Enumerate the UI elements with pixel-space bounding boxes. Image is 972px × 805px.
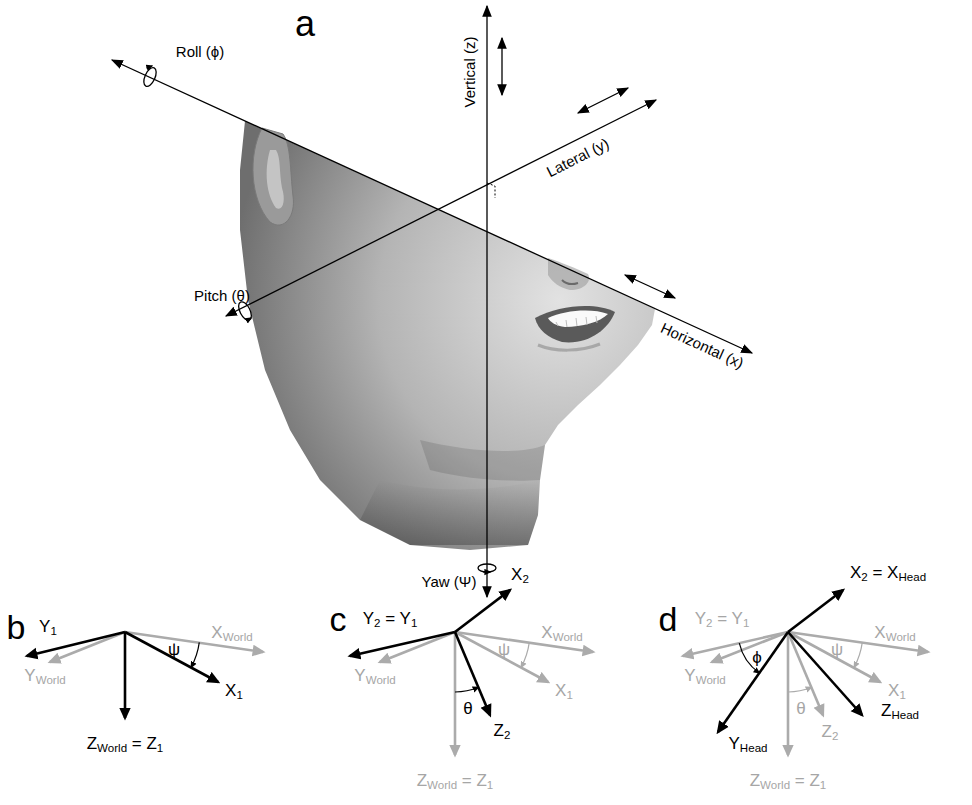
axis-name: Y2 = Y1 <box>695 610 750 630</box>
axis-letter: Y <box>24 666 35 685</box>
axis-name: X1 <box>888 682 906 702</box>
axis-name: YWorld <box>354 667 395 687</box>
axis-name: X2 = XHead <box>850 564 926 584</box>
subscript: World <box>36 674 66 686</box>
axis-letter: Z <box>809 771 819 790</box>
axis-letter: Z <box>881 701 891 720</box>
axis-name: XWorld <box>874 624 915 644</box>
subscript: 2 <box>522 573 528 585</box>
panel-letter: b <box>7 609 26 646</box>
subscript: World <box>886 631 916 643</box>
subscript: 1 <box>487 779 493 791</box>
subscript: Head <box>898 571 926 583</box>
angle-symbol: ψ <box>498 641 510 660</box>
subscript: 1 <box>899 689 905 701</box>
subscript: 2 <box>861 571 867 583</box>
subscript: World <box>427 779 457 791</box>
axis-label: Horizontal (x) <box>658 320 746 372</box>
subscript: 1 <box>157 742 163 754</box>
subscript: 1 <box>236 689 242 701</box>
axis-letter: X <box>541 623 552 642</box>
axis-label: Yaw (Ψ) <box>422 574 477 591</box>
axis-letter: X <box>511 565 522 584</box>
axis-letter: Y <box>354 666 365 685</box>
axis-name: ZWorld = Z1 <box>750 772 827 792</box>
axis-name: ZWorld = Z1 <box>87 735 164 755</box>
subscript: 1 <box>566 689 572 701</box>
axis-letter: X <box>225 681 236 700</box>
subscript: World <box>366 674 396 686</box>
subscript: Head <box>740 742 768 754</box>
head-illustration <box>240 121 655 550</box>
axis-name: YWorld <box>24 667 65 687</box>
axis-label: Pitch (θ) <box>194 288 250 305</box>
axis-letter: X <box>555 681 566 700</box>
subscript: World <box>97 742 127 754</box>
axis-letter: Y <box>39 617 50 636</box>
axis-letter: Z <box>476 771 486 790</box>
axis-label: Roll (ϕ) <box>176 44 224 61</box>
angle-symbol: ϕ <box>752 649 762 668</box>
axis-name: X1 <box>555 682 573 702</box>
subscript: World <box>553 631 583 643</box>
axis-letter: X <box>887 563 898 582</box>
axis-name: Z2 <box>822 723 839 743</box>
axis-name: Z2 <box>494 722 511 742</box>
axis-name: YHead <box>729 735 768 755</box>
axis-letter: Z <box>417 771 427 790</box>
axis-name: XWorld <box>211 624 252 644</box>
subscript: 2 <box>504 729 510 741</box>
subscript: 2 <box>374 617 380 629</box>
axis-letter: X <box>850 563 861 582</box>
subscript: 1 <box>743 617 749 629</box>
subscript: World <box>696 674 726 686</box>
frame-c <box>350 590 593 755</box>
subscript: 2 <box>706 617 712 629</box>
angle-symbol: θ <box>796 700 805 719</box>
axes <box>112 6 752 597</box>
axis-letter: X <box>211 623 222 642</box>
axis-letter: Z <box>822 722 832 741</box>
axis-letter: X <box>874 623 885 642</box>
axis-name: Y1 <box>39 618 57 638</box>
axis-letter: X <box>888 681 899 700</box>
axis-label: Lateral (y) <box>544 135 612 180</box>
axis-letter: Y <box>400 609 411 628</box>
subscript: 1 <box>820 779 826 791</box>
axis-letter: Y <box>363 609 374 628</box>
axis-letter: Y <box>684 666 695 685</box>
panel-letter: c <box>330 601 347 638</box>
axis-label: Vertical (z) <box>462 37 479 108</box>
axis-letter: Z <box>87 734 97 753</box>
angle-symbol: ψ <box>831 641 843 660</box>
angle-symbol: θ <box>463 700 472 719</box>
axis-name: X1 <box>225 682 243 702</box>
subscript: 1 <box>411 617 417 629</box>
axis-name: XWorld <box>541 624 582 644</box>
axis-name: Y2 = Y1 <box>363 610 418 630</box>
subscript: World <box>223 631 253 643</box>
axis-name: YWorld <box>684 667 725 687</box>
angle-symbol: ψ <box>168 641 180 660</box>
axis-letter: Z <box>750 771 760 790</box>
axis-letter: Y <box>732 609 743 628</box>
axis-letter: Z <box>494 721 504 740</box>
frame-d <box>683 590 928 755</box>
axis-name: X2 <box>511 566 529 586</box>
frame-b <box>27 632 263 718</box>
axis-name: ZHead <box>881 702 919 722</box>
subscript: Head <box>891 709 919 721</box>
axis-letter: Z <box>146 734 156 753</box>
axis-name: ZWorld = Z1 <box>417 772 494 792</box>
subscript: World <box>760 779 790 791</box>
panel-letter: a <box>295 4 315 44</box>
subscript: 2 <box>832 730 838 742</box>
subscript: 1 <box>50 625 56 637</box>
axis-letter: Y <box>729 734 740 753</box>
axis-letter: Y <box>695 609 706 628</box>
panel-letter: d <box>659 601 678 638</box>
